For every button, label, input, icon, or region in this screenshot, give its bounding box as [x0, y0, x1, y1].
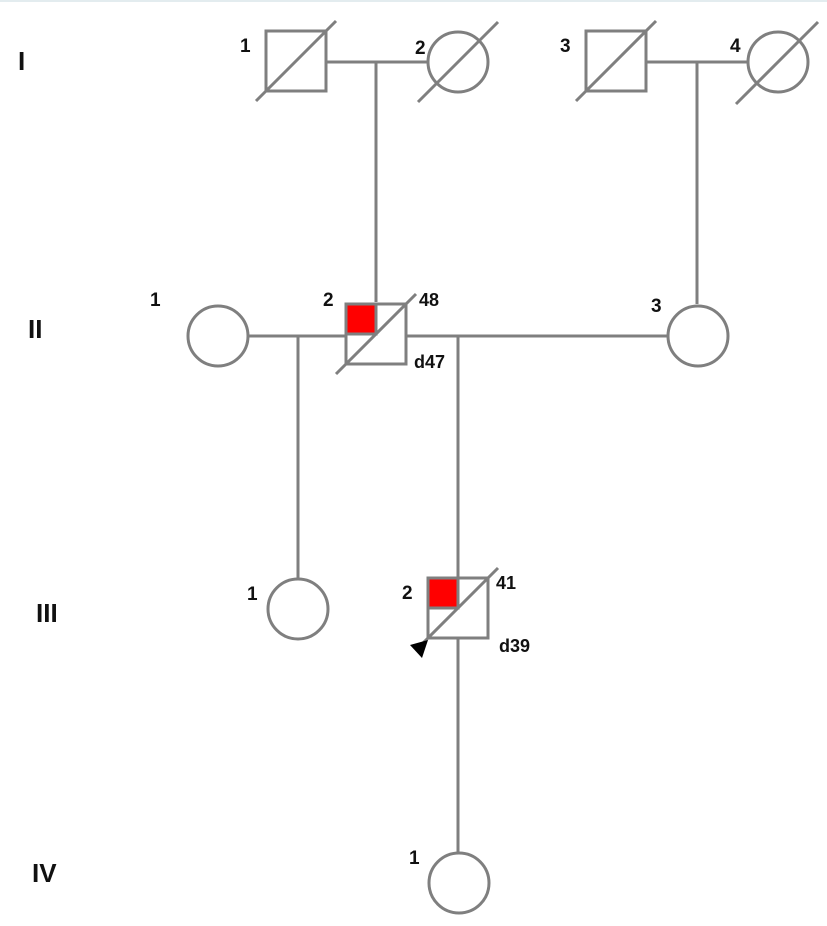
- top-border: [0, 0, 827, 2]
- deceased-slash: [334, 292, 418, 376]
- generation-label-2: II: [28, 314, 42, 344]
- proband-arrow-icon: [410, 640, 428, 658]
- generation-label-4: IV: [32, 858, 57, 888]
- female-circle: [427, 851, 491, 915]
- individual-I2[interactable]: 2: [415, 20, 500, 104]
- individual-III2[interactable]: 2 41 d39: [402, 566, 530, 658]
- individual-number: 4: [730, 36, 741, 57]
- female-circle: [186, 304, 250, 368]
- female-circle: [266, 577, 330, 641]
- individual-I1[interactable]: 1: [240, 19, 338, 103]
- affected-quadrant: [344, 302, 378, 336]
- generation-label-3: III: [36, 598, 58, 628]
- individual-number: 2: [402, 583, 413, 604]
- deceased-slash: [254, 19, 338, 103]
- age-label: 41: [496, 573, 516, 593]
- individual-number: 1: [409, 848, 420, 869]
- death-label: d39: [499, 636, 530, 656]
- individual-number: 2: [415, 38, 426, 59]
- individual-number: 1: [240, 36, 251, 57]
- connection-lines: [248, 60, 748, 852]
- individual-I3[interactable]: 3: [560, 19, 658, 103]
- death-label: d47: [414, 352, 445, 372]
- age-label: 48: [419, 290, 439, 310]
- deceased-slash: [416, 566, 500, 650]
- female-circle: [666, 304, 730, 368]
- affected-quadrant: [426, 576, 460, 610]
- deceased-slash: [416, 20, 500, 104]
- individual-number: 3: [560, 36, 571, 57]
- individual-number: 1: [247, 584, 258, 605]
- individual-II1[interactable]: 1: [150, 290, 250, 368]
- individual-II2[interactable]: 2 48 d47: [323, 290, 445, 376]
- individual-number: 3: [651, 296, 662, 317]
- individual-II3[interactable]: 3: [651, 296, 730, 368]
- individual-III1[interactable]: 1: [247, 577, 330, 641]
- individual-I4[interactable]: 4: [730, 20, 820, 106]
- deceased-slash: [734, 20, 820, 106]
- individual-IV1[interactable]: 1: [409, 848, 491, 915]
- deceased-slash: [574, 19, 658, 103]
- individual-number: 2: [323, 290, 334, 311]
- individual-number: 1: [150, 290, 161, 311]
- generation-label-1: I: [18, 46, 25, 76]
